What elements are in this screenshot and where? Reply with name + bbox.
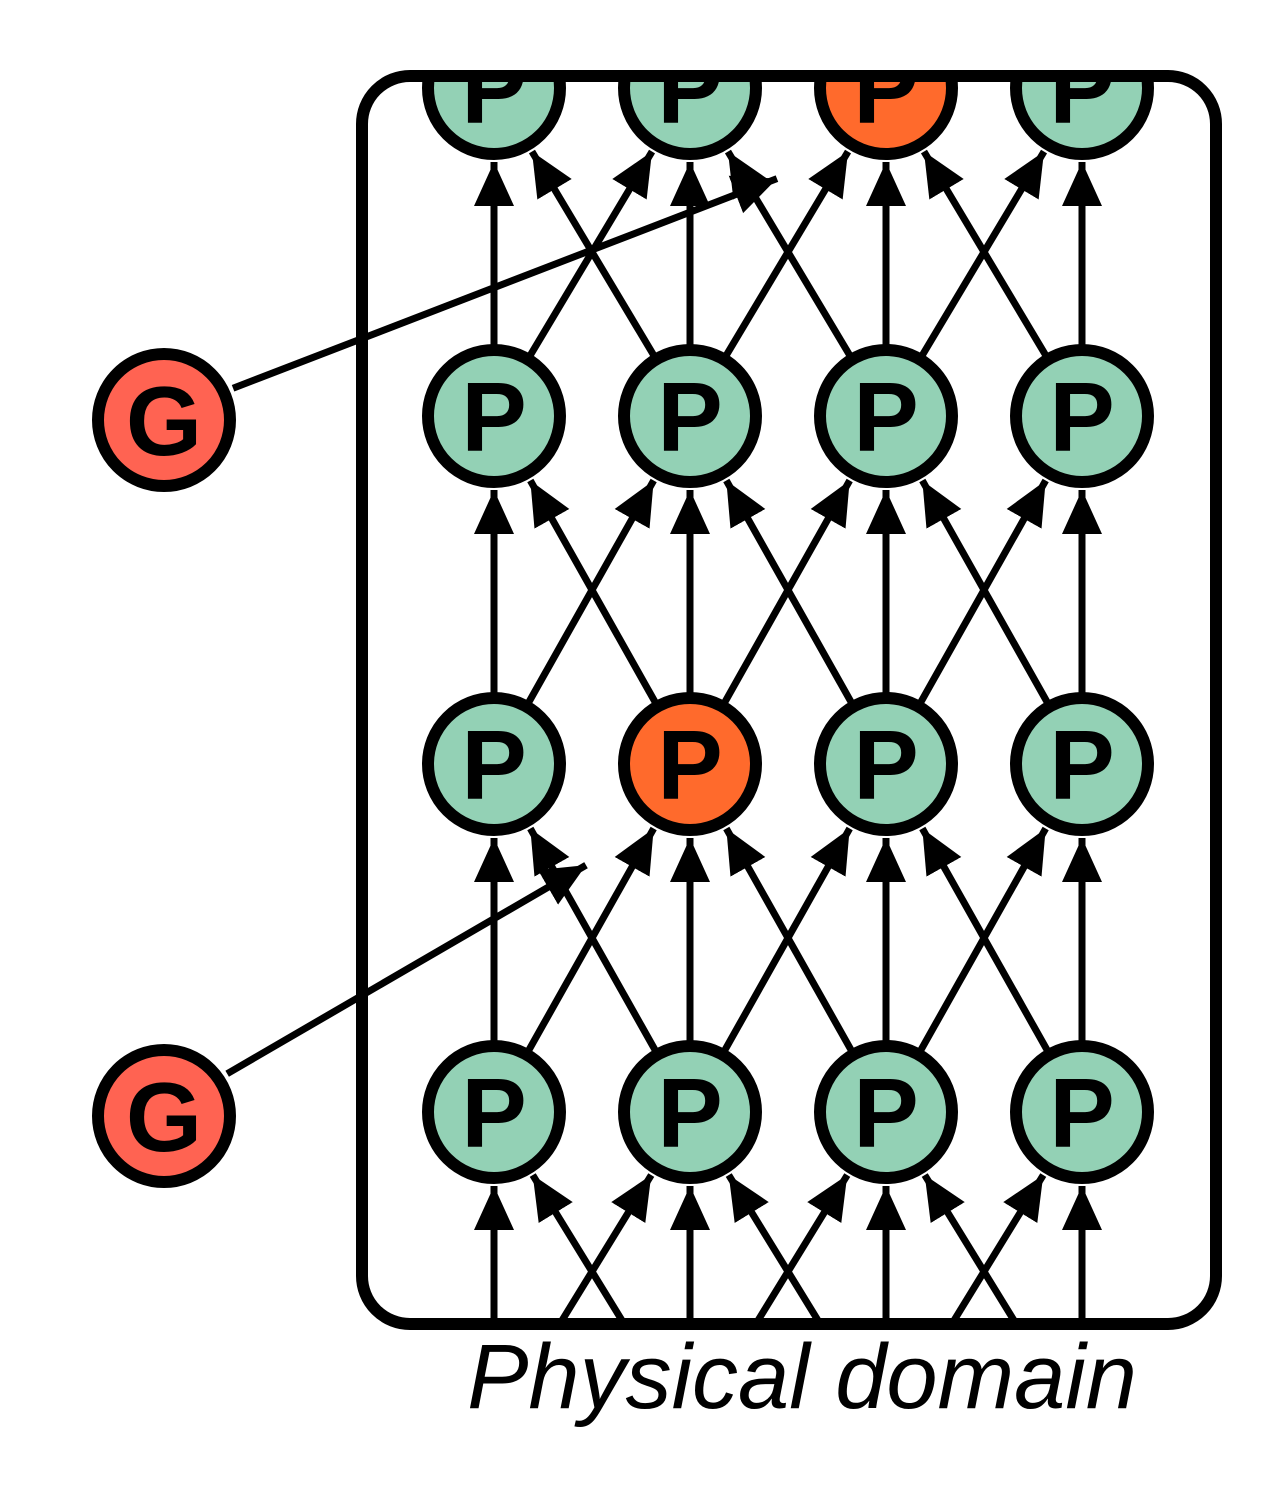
edge-arrow: [921, 1173, 1029, 1324]
node-label: P: [1049, 34, 1114, 144]
node-circle: [618, 1040, 762, 1184]
edge-arrow: [725, 1173, 833, 1324]
node-circle: [618, 692, 762, 836]
domain-content: P P P P P P P P P P P P P P P P: [422, 34, 1154, 1324]
node-label: P: [1049, 1058, 1114, 1168]
physical-node: P: [814, 344, 958, 488]
generator-node: G: [92, 1044, 236, 1188]
node-label: P: [853, 1058, 918, 1168]
nodes-layer: P P P P P P P P P P P P P P P P: [422, 34, 1154, 1184]
node-label: P: [657, 1058, 722, 1168]
generator-nodes: GG: [92, 348, 236, 1188]
generator-arrow: [231, 175, 779, 392]
node-circle: [422, 344, 566, 488]
node-circle: [814, 76, 958, 160]
highlighted-physical-node: P: [618, 692, 762, 836]
node-circle: [1010, 76, 1154, 160]
node-circle: [1010, 344, 1154, 488]
node-circle: [422, 76, 566, 160]
edge-arrow: [939, 1173, 1047, 1324]
edge-arrow: [547, 1173, 655, 1324]
node-label: P: [1049, 362, 1114, 472]
physical-node: P: [1010, 34, 1154, 160]
physical-node: P: [1010, 692, 1154, 836]
physical-node: P: [422, 1040, 566, 1184]
highlighted-physical-node: P: [814, 34, 958, 160]
edges-layer: [474, 149, 1102, 1324]
node-circle: [814, 344, 958, 488]
physical-node: P: [1010, 344, 1154, 488]
generator-label: G: [126, 366, 202, 476]
physical-node: P: [814, 692, 958, 836]
generator-arrow: [225, 862, 588, 1077]
generator-edges: [225, 175, 779, 1077]
node-circle: [1010, 692, 1154, 836]
physical-node: P: [422, 34, 566, 160]
node-label: P: [461, 1058, 526, 1168]
edge-arrow: [529, 1173, 637, 1324]
edge-arrow: [743, 1173, 851, 1324]
node-circle: [1010, 1040, 1154, 1184]
node-label: P: [461, 362, 526, 472]
physical-domain-box: [356, 70, 1222, 1330]
node-label: P: [657, 34, 722, 144]
generator-circle: [92, 348, 236, 492]
node-label: P: [657, 362, 722, 472]
physical-node: P: [422, 692, 566, 836]
node-label: P: [461, 710, 526, 820]
node-circle: [618, 76, 762, 160]
physical-node: P: [1010, 1040, 1154, 1184]
node-label: P: [853, 710, 918, 820]
generator-node: G: [92, 348, 236, 492]
node-label: P: [657, 710, 722, 820]
physical-node: P: [618, 1040, 762, 1184]
node-circle: [618, 344, 762, 488]
node-label: P: [461, 34, 526, 144]
physical-node: P: [618, 344, 762, 488]
node-circle: [814, 692, 958, 836]
domain-caption: Physical domain: [467, 1326, 1137, 1428]
node-circle: [422, 692, 566, 836]
generator-label: G: [126, 1062, 202, 1172]
node-label: P: [853, 34, 918, 144]
node-label: P: [1049, 710, 1114, 820]
physical-node: P: [618, 34, 762, 160]
node-circle: [422, 1040, 566, 1184]
physical-node: P: [422, 344, 566, 488]
node-circle: [814, 1040, 958, 1184]
generator-circle: [92, 1044, 236, 1188]
physical-node: P: [814, 1040, 958, 1184]
node-label: P: [853, 362, 918, 472]
